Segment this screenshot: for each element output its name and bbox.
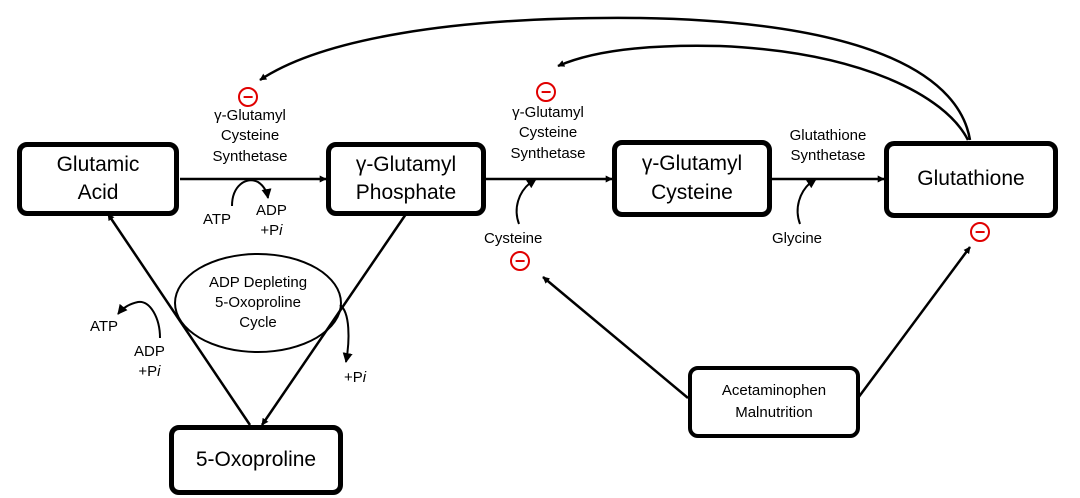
node-glutathione-label: Glutathione bbox=[917, 167, 1025, 191]
enzyme-3-line1: Glutathione bbox=[789, 127, 867, 144]
cysteine-curve-arrow bbox=[515, 178, 537, 225]
enzyme-label-glutathione-synthetase: Glutathione Synthetase bbox=[772, 126, 884, 167]
pi-left-text: +Pi bbox=[134, 362, 165, 382]
pi-left-prefix: +P bbox=[138, 363, 158, 381]
node-glutathione: Glutathione bbox=[884, 141, 1058, 218]
adp-label-left: ADP +Pi bbox=[134, 342, 165, 383]
node-gamma-glutamyl-cysteine-line1: γ-Glutamyl bbox=[641, 152, 743, 176]
cycle-line3: Cycle bbox=[239, 314, 277, 332]
pi-right-i: i bbox=[362, 369, 367, 386]
node-5-oxoproline-label: 5-Oxoproline bbox=[195, 447, 317, 471]
inhibition-icon-synthetase-2: − bbox=[536, 82, 556, 102]
node-glutamic-acid-line2: Acid bbox=[77, 181, 119, 204]
atp-label-top: ATP bbox=[203, 211, 232, 228]
feedback-arc-outer bbox=[259, 16, 972, 141]
atp-label-left: ATP bbox=[90, 318, 119, 335]
arrow-acetaminophen-to-cysteine bbox=[542, 276, 689, 399]
inhibition-icon-glutathione: − bbox=[970, 222, 990, 242]
pi-curve-right bbox=[339, 304, 353, 363]
cycle-line1: ADP Depleting bbox=[208, 273, 308, 291]
node-glutamic-acid: Glutamic Acid bbox=[17, 142, 179, 216]
glycine-curve-arrow bbox=[796, 178, 817, 225]
adp-label-top: ADP +Pi bbox=[256, 201, 287, 242]
node-gamma-glutamyl-cysteine-line2: Cysteine bbox=[651, 180, 733, 204]
enzyme-2-line2: Cysteine bbox=[518, 124, 578, 142]
node-acetaminophen-line1: Acetaminophen bbox=[721, 382, 827, 400]
enzyme-1-line2: Cysteine bbox=[220, 127, 280, 145]
node-gamma-glutamyl-phosphate-line2: Phosphate bbox=[355, 181, 457, 204]
node-gamma-glutamyl-phosphate: γ-Glutamyl Phosphate bbox=[326, 142, 486, 216]
glycine-label: Glycine bbox=[772, 230, 823, 247]
node-glutamic-acid-line1: Glutamic bbox=[56, 152, 140, 176]
arrow-acetaminophen-to-glutathione bbox=[856, 246, 972, 399]
atp-adp-curve-top bbox=[231, 179, 272, 207]
oxoproline-cycle-ellipse: ADP Depleting 5-Oxoproline Cycle bbox=[174, 253, 342, 353]
pi-label-right: +Pi bbox=[344, 368, 366, 388]
cysteine-label: Cysteine bbox=[484, 230, 543, 247]
node-gamma-glutamyl-phosphate-line1: γ-Glutamyl bbox=[355, 152, 457, 176]
inhibition-icon-synthetase-1: − bbox=[238, 87, 258, 107]
adp-top-text: ADP bbox=[256, 202, 287, 219]
enzyme-1-line3: Synthetase bbox=[212, 147, 288, 165]
inhibition-icon-cysteine: − bbox=[510, 251, 530, 271]
enzyme-2-line1: γ-Glutamyl bbox=[512, 104, 584, 121]
node-acetaminophen-line2: Malnutrition bbox=[735, 404, 813, 421]
cycle-line2: 5-Oxoproline bbox=[215, 293, 301, 311]
node-acetaminophen-malnutrition: Acetaminophen Malnutrition bbox=[688, 366, 860, 438]
pi-top-text: +Pi bbox=[256, 221, 287, 241]
pi-top-i: i bbox=[279, 222, 283, 240]
pi-right-prefix: +P bbox=[344, 369, 363, 386]
enzyme-label-synthetase-1: γ-Glutamyl Cysteine Synthetase bbox=[190, 106, 310, 167]
node-gamma-glutamyl-cysteine: γ-Glutamyl Cysteine bbox=[612, 140, 772, 217]
atp-adp-curve-left bbox=[117, 300, 161, 339]
enzyme-1-line1: γ-Glutamyl bbox=[214, 107, 286, 124]
node-5-oxoproline: 5-Oxoproline bbox=[169, 425, 343, 495]
adp-left-text: ADP bbox=[134, 343, 165, 360]
enzyme-label-synthetase-2: γ-Glutamyl Cysteine Synthetase bbox=[488, 103, 608, 164]
pi-left-i: i bbox=[157, 363, 161, 381]
pi-top-prefix: +P bbox=[260, 222, 280, 240]
enzyme-3-line2: Synthetase bbox=[790, 147, 866, 165]
feedback-arc-inner bbox=[557, 44, 970, 141]
enzyme-2-line3: Synthetase bbox=[510, 144, 586, 162]
